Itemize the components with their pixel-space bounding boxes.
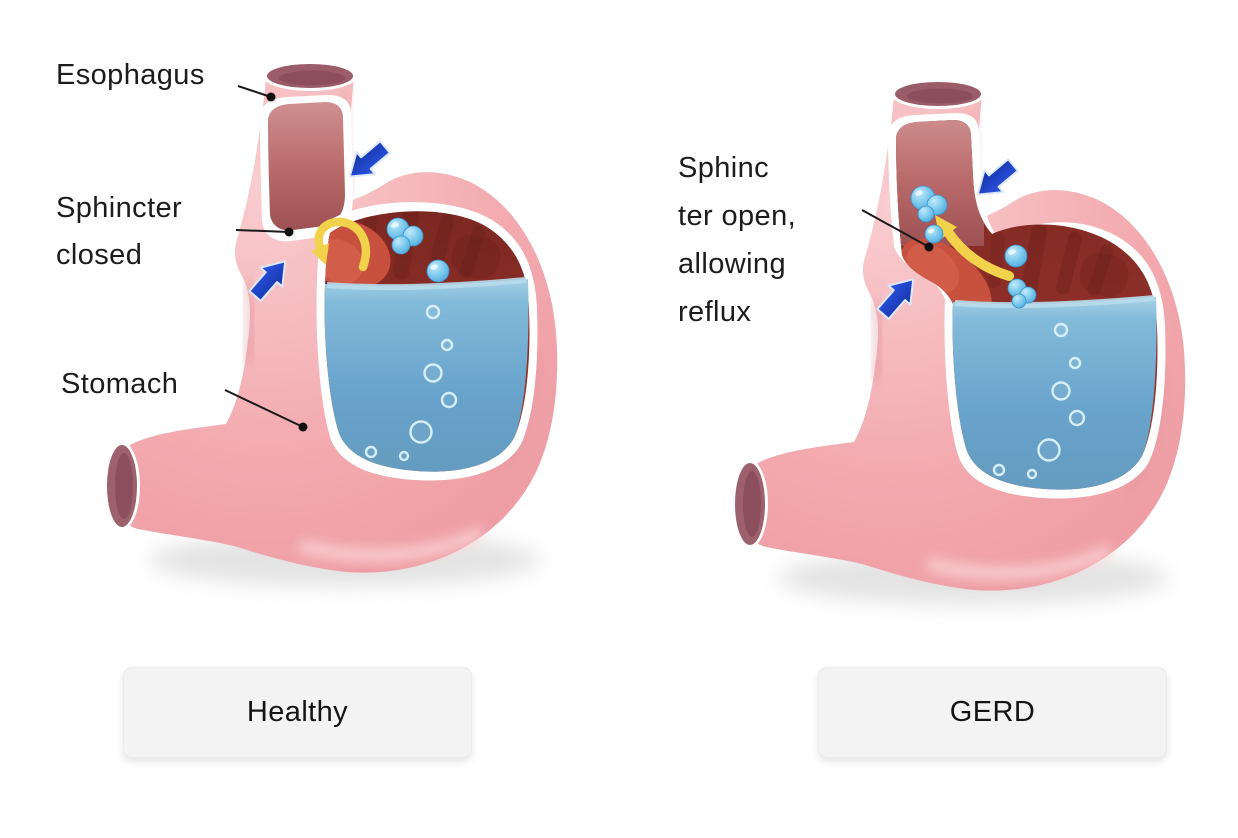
- pointer-dot-sphincter-open: [924, 242, 934, 252]
- label-sphincter-open: Sphinc ter open, allowing reflux: [678, 144, 796, 336]
- pointer-line-esophagus: [237, 85, 272, 98]
- pointer-line-sphincter-open: [861, 209, 930, 248]
- label-sphincter-closed-line2: closed: [56, 239, 143, 271]
- caption-healthy-text: Healthy: [246, 696, 349, 728]
- gas-bubble-icon: [924, 224, 944, 244]
- gas-bubble-icon: [1004, 244, 1028, 268]
- pointer-line-sphincter-closed: [235, 229, 290, 233]
- label-sphincter-closed-line1: Sphincter: [56, 192, 183, 224]
- healthy-stomach-illustration: [102, 61, 557, 587]
- gas-bubble-cluster-icon: [386, 217, 424, 255]
- pointer-dot-esophagus: [266, 92, 276, 102]
- label-stomach: Stomach: [61, 361, 178, 408]
- label-esophagus-text: Esophagus: [56, 59, 205, 91]
- fluid-surface-highlight: [326, 277, 527, 291]
- esophagus-lumen: [268, 102, 345, 231]
- gas-bubble-cluster-icon: [1007, 278, 1037, 309]
- label-sphincter-open-line3: allowing: [678, 248, 786, 280]
- pointer-dot-stomach: [298, 422, 308, 432]
- pointer-dot-sphincter-closed: [284, 227, 294, 237]
- caption-gerd-text: GERD: [949, 696, 1036, 728]
- label-sphincter-open-line2: ter open,: [678, 200, 797, 232]
- reflux-blocked-curl-icon: [311, 217, 371, 272]
- annotation-pointers: [224, 85, 930, 428]
- gas-bubble-cluster-icon: [910, 185, 948, 223]
- annotation-pointer-dots: [266, 92, 934, 432]
- label-sphincter-open-line4: reflux: [678, 296, 752, 328]
- label-sphincter-closed: Sphincter closed: [56, 185, 182, 279]
- gerd-stomach-illustration: [730, 79, 1185, 605]
- caption-card-gerd: GERD: [818, 667, 1167, 758]
- gas-bubble-icon: [426, 259, 450, 283]
- pointer-line-stomach: [224, 389, 304, 428]
- label-sphincter-open-line1: Sphinc: [678, 152, 770, 184]
- fluid-surface-highlight: [954, 295, 1155, 309]
- caption-card-healthy: Healthy: [123, 667, 472, 758]
- label-stomach-text: Stomach: [61, 368, 179, 400]
- label-esophagus: Esophagus: [56, 52, 205, 99]
